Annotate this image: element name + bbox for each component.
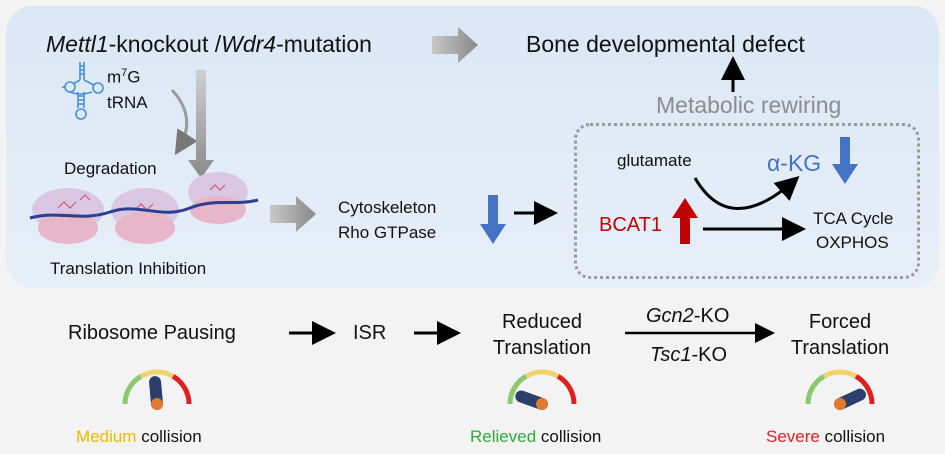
oxphos-label: OXPHOS <box>816 233 889 252</box>
metabolic-rewiring-label: Metabolic rewiring <box>656 92 842 118</box>
cytoskeleton-label: Cytoskeleton <box>338 198 437 217</box>
rho-gtpase-label: Rho GTPase <box>338 223 437 242</box>
cytoskeleton-down-arrow <box>480 195 506 244</box>
gauge-severe-caption: Severe collision <box>766 427 886 446</box>
gcn2-ko-label: Gcn2-KO <box>646 305 730 327</box>
outcome-label: Bone developmental defect <box>526 31 805 57</box>
ribosome-pausing-label: Ribosome Pausing <box>68 322 236 344</box>
reduced-translation-line2: Translation <box>492 337 592 359</box>
tsc1-ko-label: Tsc1-KO <box>650 344 728 366</box>
gauge-relieved-caption: Relieved collision <box>470 427 602 446</box>
trna-modification-label: m7G <box>107 67 141 87</box>
metabolic-rewiring-box <box>574 123 920 279</box>
ribosome-trna-marks <box>57 184 226 211</box>
translation-inhibition-label: Translation Inhibition <box>50 259 207 278</box>
glutamate-label: glutamate <box>617 151 692 170</box>
degradation-label: Degradation <box>64 159 157 178</box>
cause-end: -mutation <box>276 31 372 57</box>
alpha-kg-label: α-KG <box>767 150 822 176</box>
cause-label: Mettl1-knockout /Wdr4-mutation <box>46 33 372 56</box>
trna-label: tRNA <box>107 93 148 112</box>
trna-icon <box>62 62 104 120</box>
gauge-medium <box>122 369 192 410</box>
akg-down-arrow <box>832 137 858 184</box>
isr-label: ISR <box>353 322 387 344</box>
bcat1-label: BCAT1 <box>599 214 662 236</box>
to-cytoskeleton-arrow <box>270 196 316 232</box>
reduced-translation-line1: Reduced <box>501 311 583 333</box>
gauge-medium-caption: Medium collision <box>76 427 202 446</box>
degradation-curve-arrow <box>170 88 198 156</box>
tca-cycle-label: TCA Cycle <box>813 209 894 228</box>
forced-translation-line1: Forced <box>808 311 872 333</box>
translation-inhibition-down-arrow <box>188 70 214 178</box>
forced-translation-line2: Translation <box>790 337 890 359</box>
mrna-strand <box>29 198 259 220</box>
cause-to-outcome-arrow <box>432 27 478 63</box>
mettl1-gene: Mettl1 <box>46 31 109 57</box>
glutamate-to-akg-arrow <box>693 176 800 210</box>
cause-mid: -knockout / <box>108 31 222 57</box>
gauge-relieved <box>507 369 577 410</box>
wdr4-gene: Wdr4 <box>221 31 277 57</box>
gauge-severe <box>805 369 875 410</box>
bcat1-up-arrow <box>672 198 698 244</box>
